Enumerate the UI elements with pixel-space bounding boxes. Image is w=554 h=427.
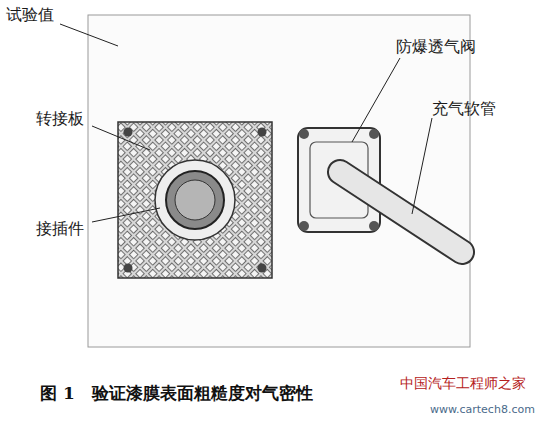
figure-caption: 图 1 验证漆膜表面粗糙度对气密性 [40,384,313,403]
part-label: 接插件 [36,220,84,238]
hose-outline [340,172,462,252]
connector-flange [155,160,235,240]
connector-body [166,171,224,229]
connector-core [175,180,215,220]
watermark: www.cartech8.com [430,404,535,416]
leader-line [352,58,400,142]
leader-line [92,126,150,150]
valve-lug [369,129,379,139]
hose [340,172,462,252]
screw [258,128,267,137]
screw [124,264,133,273]
valve-lug [369,221,379,231]
leader-line [60,24,118,46]
screw [258,264,267,273]
leader-line [412,118,432,214]
part-label: 转接板 [36,110,84,128]
leader-line [92,208,160,222]
watermark: 中国汽车工程师之家 [400,376,526,391]
adapter-board [118,122,272,278]
part-label: 充气软管 [432,100,496,118]
part-label: 防爆透气阀 [396,38,476,56]
valve-lug [299,221,309,231]
test-plate [88,15,470,347]
valve-lug [299,129,309,139]
part-label: 试验值 [6,6,54,24]
screw [124,128,133,137]
